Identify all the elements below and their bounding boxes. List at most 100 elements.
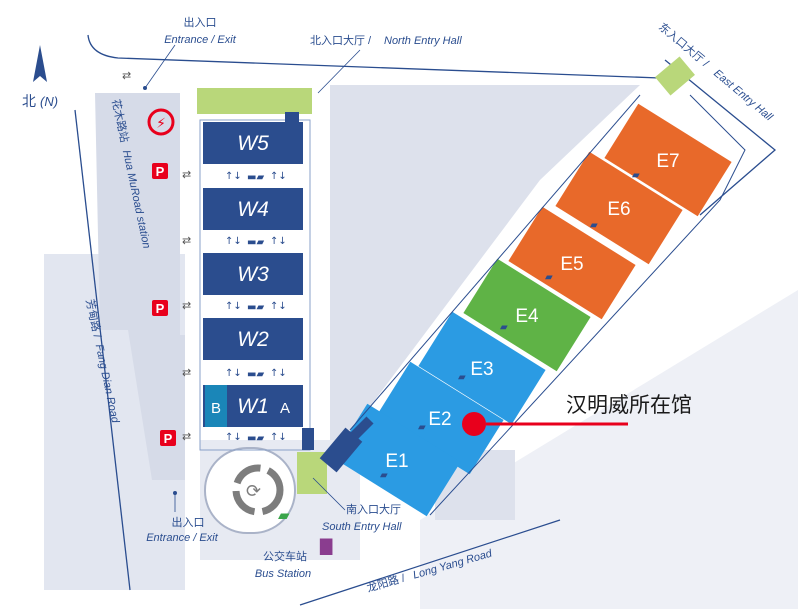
exhibitor-location-marker[interactable] [462,412,486,436]
svg-text:P: P [156,301,165,316]
north-entry-hall[interactable] [197,88,312,114]
compass-label-latin: (N) [40,94,58,109]
truck-icon: ▰ [632,170,640,181]
roundabout-arrow-icon: ⟳ [246,481,261,502]
south-entry-leader [312,477,346,511]
ground-se [420,290,798,609]
hall-w3-label: W3 [237,263,269,286]
road-east-outline [664,59,777,216]
truck-icon: ▬▰ [247,237,264,248]
ground-central [330,85,640,460]
road-longyang-outline [299,519,561,606]
truck-icon: ▰ [458,372,466,383]
hall-w5[interactable]: W5 [203,122,303,164]
west-side-arrows: ⇄ ⇄ ⇄ ⇄ ⇄ ⇄ [122,69,191,443]
hall-w1-label: W1 [237,395,269,418]
truck-icon: ▰ [418,422,426,433]
south-entry-cn: 南入口大厅 [346,502,401,516]
hall-e7[interactable]: E7 [604,103,732,217]
callout-text: 汉明威所在馆 [566,393,692,417]
north-entry-cn: 北入口大厅 / [310,33,372,47]
svg-text:⇄: ⇄ [182,430,191,443]
south-entry-en: South Entry Hall [322,521,402,533]
hall-w1[interactable]: B W1 A [203,385,303,427]
hall-e4-label: E4 [515,306,539,327]
east-entry-en: East Entry Hall [711,67,775,123]
svg-text:↑↓: ↑↓ [225,301,242,312]
parking-icon-1: P [152,163,168,179]
north-entry-connector [285,112,299,122]
nw-entrance-en: Entrance / Exit [164,34,236,46]
hall-e6-label: E6 [607,199,630,220]
hall-e1-label: E1 [385,451,408,472]
parking-icon-2: P [152,300,168,316]
north-arrow-icon [33,45,47,82]
truck-icon: ▬▰ [247,369,264,380]
hall-w2[interactable]: W2 [203,318,303,360]
truck-icon: ▰ [545,272,553,283]
w1-corridor-link [302,428,314,450]
road-huamu-outline [74,109,131,591]
hall-w4[interactable]: W4 [203,188,303,230]
bus-station-cn: 公交车站 [263,549,307,563]
svg-text:↑↓: ↑↓ [270,236,287,247]
north-entry-leader [317,49,361,94]
truck-row-w2: ↑↓▬▰↑↓ [225,368,287,380]
metro-station-icon[interactable]: ⚡ [147,108,175,136]
hall-e7-label: E7 [656,151,679,172]
parking-icon-3: P [160,430,176,446]
svg-text:↑↓: ↑↓ [225,432,242,443]
svg-text:↑↓: ↑↓ [270,171,287,182]
truck-icon: ▬▰ [247,172,264,183]
sw-entrance-cn: 出入口 [172,515,205,529]
bus-station-en: Bus Station [255,568,311,580]
road-north-outline [87,34,661,79]
truck-row-w1: ↑↓▬▰↑↓ [225,432,287,444]
compass: 北 (N) [22,45,58,110]
nw-entrance-cn: 出入口 [184,15,217,29]
hall-e2[interactable]: E2 [376,361,504,475]
east-truck-icons: ▰ ▰ ▰ ▰ ▰ ▰ ▰ [380,170,640,481]
truck-icon: ▰ [380,470,388,481]
hall-w3[interactable]: W3 [203,253,303,295]
svg-text:↑↓: ↑↓ [225,171,242,182]
nw-entrance-leader [144,44,176,89]
sw-entrance-en: Entrance / Exit [146,532,218,544]
compass-label: 北 [22,94,36,110]
hall-e3-label: E3 [470,359,493,380]
svg-text:↑↓: ↑↓ [270,368,287,379]
svg-text:⇄: ⇄ [182,299,191,312]
truck-row-w5: ↑↓ ▬▰ ↑↓ [225,171,287,183]
east-inner-corridor [349,94,641,431]
hall-e5-label: E5 [560,254,583,275]
north-entry-en: North Entry Hall [384,35,462,47]
hall-w1-a-label: A [280,400,290,417]
hall-e4[interactable]: E4 [463,258,591,372]
hall-w2-label: W2 [237,328,269,351]
east-entry-hall[interactable] [655,56,695,96]
hall-e3[interactable]: E3 [418,311,546,425]
svg-text:⇄: ⇄ [122,69,131,82]
hall-w4-label: W4 [237,198,269,221]
roundabout: ⟳ [204,447,296,534]
hall-e2-label: E2 [428,409,451,430]
svg-text:⇄: ⇄ [182,366,191,379]
hall-e6[interactable]: E6 [555,151,683,265]
hall-w5-label: W5 [237,132,269,155]
bus-icon: ▇ [319,536,333,555]
hall-e5[interactable]: E5 [508,206,636,320]
svg-text:⇄: ⇄ [182,234,191,247]
truck-icon: ▰ [590,220,598,231]
truck-icon: ▬▰ [247,302,264,313]
svg-text:⇄: ⇄ [182,168,191,181]
car-icon: ▰ [278,506,290,524]
longyang-cn: 龙阳路 / [365,571,407,595]
truck-row-w3: ↑↓▬▰↑↓ [225,301,287,313]
truck-row-w4: ↑↓▬▰↑↓ [225,236,287,248]
truck-icon: ▬▰ [247,433,264,444]
hall-w1-b-section[interactable] [205,385,227,427]
nw-entrance-marker [143,86,147,90]
svg-text:P: P [164,431,173,446]
